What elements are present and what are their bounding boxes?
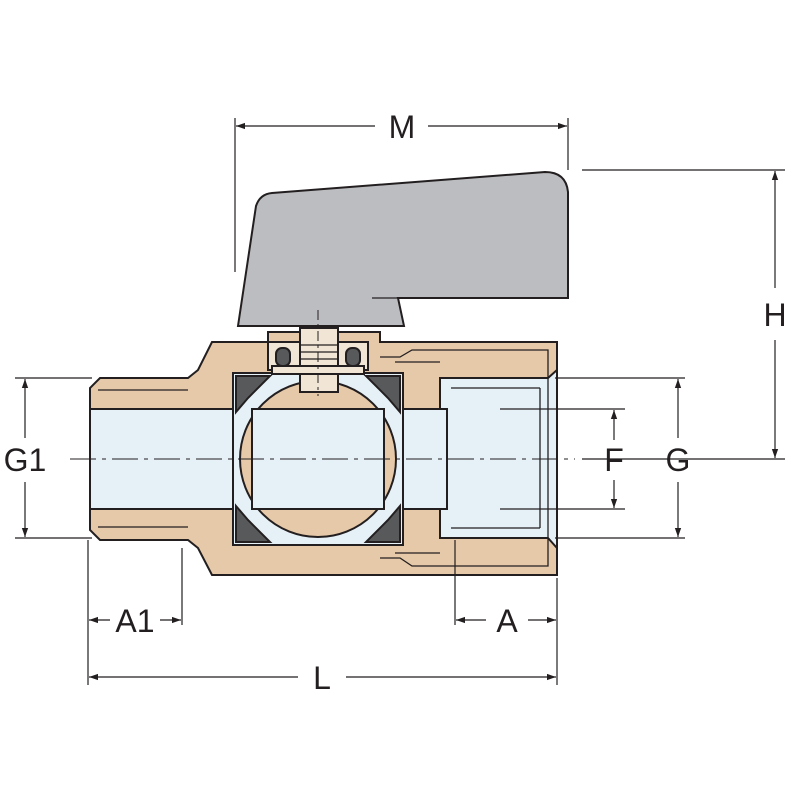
label-h: H xyxy=(763,297,786,333)
seat-top-left xyxy=(235,375,273,415)
dimension-f: F xyxy=(604,410,624,508)
dimension-l: L xyxy=(89,660,556,696)
dimension-h: H xyxy=(763,171,787,458)
dimension-g: G xyxy=(666,379,691,537)
o-ring-right xyxy=(345,347,361,367)
label-m: M xyxy=(389,109,416,145)
label-l: L xyxy=(313,660,331,696)
label-a: A xyxy=(496,603,518,639)
o-ring-left xyxy=(275,347,291,367)
dimension-g1: G1 xyxy=(4,379,47,537)
seat-bottom-right xyxy=(363,503,401,543)
dimension-a1: A1 xyxy=(89,603,181,639)
union-nut xyxy=(380,349,549,567)
dimension-m: M xyxy=(236,109,567,145)
dimension-a: A xyxy=(456,603,556,639)
valve-body xyxy=(89,327,558,576)
extension-lines xyxy=(15,118,785,685)
seat-bottom-left xyxy=(235,503,273,543)
lever-handle xyxy=(236,170,569,327)
label-g1: G1 xyxy=(4,442,47,478)
label-a1: A1 xyxy=(115,603,154,639)
stem xyxy=(299,327,339,393)
label-f: F xyxy=(604,442,624,478)
label-g: G xyxy=(666,442,691,478)
seat-top-right xyxy=(363,375,401,415)
